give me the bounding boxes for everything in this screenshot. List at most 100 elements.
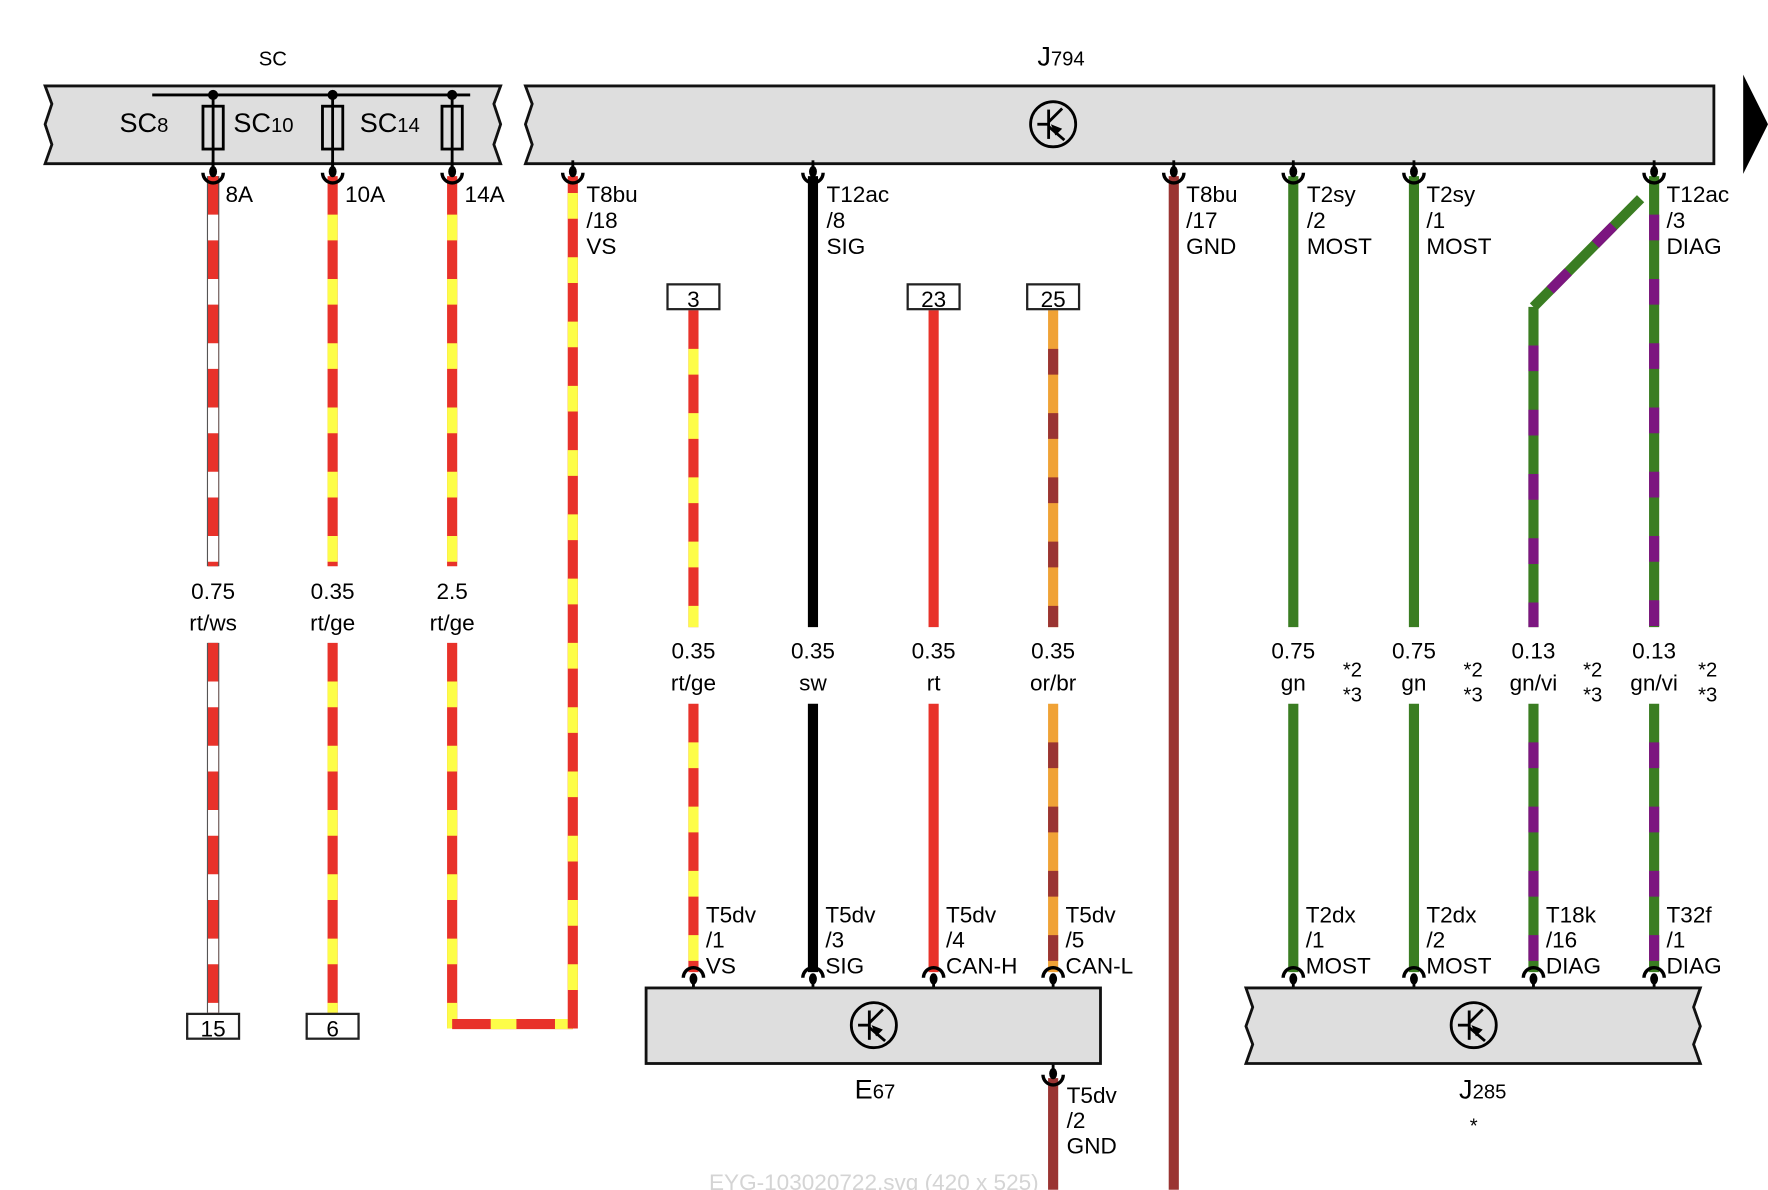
- j794-title: J794: [1037, 42, 1084, 72]
- svg-text:/18: /18: [586, 208, 617, 233]
- ref-box[interactable]: 25: [1026, 283, 1081, 312]
- watermark: EYG-103020722.svg (420 x 525): [709, 1170, 1039, 1190]
- ref-box[interactable]: 15: [186, 1012, 241, 1042]
- svg-text:T12ac: T12ac: [826, 182, 889, 207]
- svg-text:*2: *2: [1343, 660, 1362, 682]
- svg-text:SIG: SIG: [826, 234, 865, 259]
- svg-text:0.75: 0.75: [191, 579, 235, 604]
- svg-text:CAN-L: CAN-L: [1066, 953, 1134, 978]
- svg-text:T2dx: T2dx: [1426, 903, 1477, 928]
- wire-spec: 0.35 rt/ge: [310, 579, 355, 636]
- svg-text:/17: /17: [1186, 208, 1217, 233]
- svg-text:MOST: MOST: [1307, 234, 1372, 259]
- svg-text:MOST: MOST: [1426, 953, 1491, 978]
- fuse-sc14-icon: [440, 89, 464, 170]
- ref-box[interactable]: 6: [305, 1012, 360, 1042]
- svg-text:0.35: 0.35: [311, 579, 355, 604]
- svg-text:rt/ge: rt/ge: [310, 611, 355, 636]
- j285-note: *: [1470, 1115, 1478, 1137]
- svg-text:T18k: T18k: [1546, 903, 1597, 928]
- connector-icon: [1041, 1062, 1065, 1087]
- sc-box: [43, 84, 503, 166]
- svg-text:T8bu: T8bu: [586, 182, 637, 207]
- connector-icon: [320, 160, 345, 185]
- wire-spec: 2.5 rt/ge: [430, 579, 475, 636]
- svg-text:/4: /4: [946, 927, 965, 952]
- svg-text:*2: *2: [1583, 660, 1602, 682]
- svg-text:3: 3: [687, 287, 700, 312]
- ref-box[interactable]: 23: [906, 283, 961, 312]
- svg-text:/2: /2: [1067, 1108, 1086, 1133]
- connector-icon: [1161, 160, 1186, 185]
- connector-icon: [201, 160, 225, 185]
- svg-text:*3: *3: [1698, 685, 1717, 707]
- svg-text:/1: /1: [1306, 927, 1325, 952]
- j285-title: J285: [1459, 1074, 1506, 1104]
- svg-text:/5: /5: [1066, 927, 1085, 952]
- fuse-rating: 14A: [465, 182, 505, 207]
- svg-text:rt: rt: [927, 670, 942, 695]
- transistor-icon: [1449, 1001, 1498, 1050]
- fuse-rating: 10A: [345, 182, 385, 207]
- fuse-sc10-icon: [321, 89, 345, 170]
- connector-icon: [1402, 160, 1426, 185]
- svg-text:0.35: 0.35: [671, 639, 715, 664]
- svg-text:/1: /1: [1426, 208, 1445, 233]
- svg-text:gn/vi: gn/vi: [1510, 670, 1558, 695]
- svg-text:2.5: 2.5: [436, 579, 467, 604]
- svg-text:*3: *3: [1464, 685, 1483, 707]
- j285-module: J285 *: [1243, 986, 1703, 1137]
- wire-spec: 0.35 rt/ge: [671, 639, 716, 696]
- svg-text:/16: /16: [1546, 927, 1577, 952]
- svg-text:/8: /8: [826, 208, 845, 233]
- svg-text:DIAG: DIAG: [1667, 234, 1722, 259]
- svg-text:T8bu: T8bu: [1186, 182, 1237, 207]
- svg-text:6: 6: [326, 1016, 339, 1041]
- svg-text:/2: /2: [1307, 208, 1326, 233]
- svg-text:gn: gn: [1281, 670, 1306, 695]
- ref-box[interactable]: 3: [666, 283, 721, 312]
- svg-text:25: 25: [1041, 287, 1066, 312]
- svg-text:15: 15: [201, 1016, 226, 1041]
- svg-text:MOST: MOST: [1426, 234, 1491, 259]
- wire-w12-diag[interactable]: [1529, 195, 1645, 311]
- svg-text:0.75: 0.75: [1271, 639, 1315, 664]
- svg-text:VS: VS: [706, 953, 736, 978]
- svg-text:/3: /3: [825, 927, 844, 952]
- e67-title: E67: [855, 1074, 896, 1104]
- connector-icon: [440, 160, 464, 185]
- svg-text:*3: *3: [1583, 685, 1602, 707]
- svg-text:/3: /3: [1667, 208, 1686, 233]
- svg-text:T2dx: T2dx: [1306, 903, 1357, 928]
- sc-title: SC: [259, 49, 287, 71]
- connector-icon: [801, 966, 825, 991]
- connector-icon: [921, 966, 946, 991]
- svg-text:rt/ge: rt/ge: [430, 611, 475, 636]
- svg-text:DIAG: DIAG: [1546, 953, 1601, 978]
- svg-text:0.75: 0.75: [1392, 639, 1436, 664]
- svg-text:T5dv: T5dv: [1067, 1083, 1118, 1108]
- svg-text:rt/ge: rt/ge: [671, 670, 716, 695]
- connector-icon: [1041, 966, 1065, 991]
- svg-text:*2: *2: [1698, 660, 1717, 682]
- svg-text:T5dv: T5dv: [825, 903, 876, 928]
- e67-box: [644, 986, 1102, 1065]
- fuse-sc8-icon: [201, 89, 225, 170]
- svg-text:GND: GND: [1186, 234, 1236, 259]
- continuation-arrow-icon: [1743, 74, 1768, 174]
- svg-text:CAN-H: CAN-H: [946, 953, 1017, 978]
